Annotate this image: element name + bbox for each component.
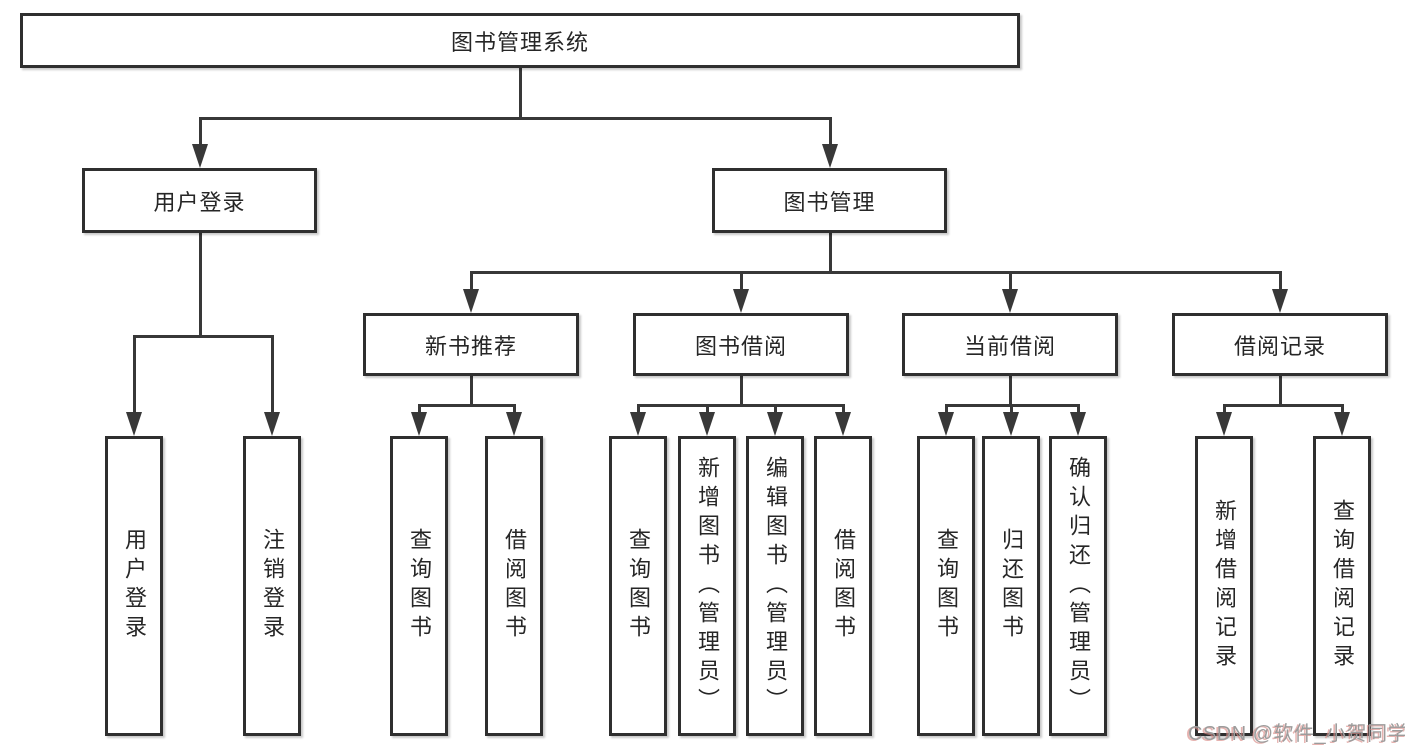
connector (828, 117, 832, 148)
connector (469, 376, 473, 407)
node-label: 用户登录 (122, 528, 147, 644)
leaf-borrowing-query-book: 查询图书 (609, 436, 667, 736)
connector (1222, 404, 1226, 414)
node-label: 归还图书 (999, 528, 1024, 644)
node-borrow-records: 借阅记录 (1172, 313, 1388, 376)
leaf-newrec-query-book: 查询图书 (390, 436, 448, 736)
arrowhead-down (767, 412, 783, 436)
leaf-logout: 注销登录 (243, 436, 301, 736)
connector (1009, 404, 1013, 414)
connector (944, 404, 948, 414)
node-label: 借阅图书 (502, 528, 527, 644)
node-label: 新增借阅记录 (1212, 499, 1237, 673)
leaf-user-login: 用户登录 (105, 436, 163, 736)
connector (518, 68, 522, 120)
connector (828, 233, 832, 274)
connector (270, 335, 274, 415)
connector (739, 376, 743, 407)
node-new-book-recommend: 新书推荐 (363, 313, 579, 376)
connector (198, 233, 202, 338)
arrowhead-down (835, 412, 851, 436)
node-label: 借阅图书 (831, 528, 856, 644)
leaf-current-return-book: 归还图书 (982, 436, 1040, 736)
node-label: 查询图书 (407, 528, 432, 644)
connector (417, 404, 516, 407)
node-label: 查询图书 (934, 528, 959, 644)
arrowhead-down (938, 412, 954, 436)
node-label: 借阅记录 (1233, 333, 1326, 359)
node-label: 用户登录 (153, 189, 246, 215)
node-label: 查询借阅记录 (1330, 499, 1355, 673)
leaf-newrec-borrow-book: 借阅图书 (485, 436, 543, 736)
connector (636, 404, 845, 407)
connector (512, 404, 516, 414)
node-label: 新增图书（管理员） (695, 455, 720, 717)
node-label: 当前借阅 (963, 333, 1056, 359)
arrowhead-down (699, 412, 715, 436)
node-label: 新书推荐 (424, 333, 517, 359)
connector (1340, 404, 1344, 414)
node-label: 确认归还（管理员） (1066, 455, 1091, 717)
connector (1222, 404, 1344, 407)
node-library-system: 图书管理系统 (20, 13, 1020, 68)
connector (773, 404, 777, 414)
arrowhead-down (463, 289, 479, 313)
arrowhead-down (126, 412, 142, 436)
arrowhead-down (506, 412, 522, 436)
arrowhead-down (822, 144, 838, 168)
node-book-management: 图书管理 (712, 168, 947, 233)
connector (469, 271, 1282, 274)
node-label: 图书借阅 (694, 333, 787, 359)
connector (469, 271, 473, 292)
connector (417, 404, 421, 414)
node-book-borrowing: 图书借阅 (633, 313, 849, 376)
node-label: 查询图书 (626, 528, 651, 644)
arrowhead-down (733, 289, 749, 313)
node-label: 注销登录 (260, 528, 285, 644)
connector (132, 335, 274, 338)
arrowhead-down (264, 412, 280, 436)
leaf-borrowing-edit-book-admin: 编辑图书（管理员） (746, 436, 804, 736)
leaf-records-add-record: 新增借阅记录 (1195, 436, 1253, 736)
leaf-records-query-record: 查询借阅记录 (1313, 436, 1371, 736)
connector (198, 117, 202, 148)
arrowhead-down (630, 412, 646, 436)
csdn-watermark: CSDN @软件_小贺同学 (1188, 723, 1405, 745)
connector (132, 335, 136, 415)
connector (1076, 404, 1080, 414)
leaf-borrowing-borrow-book: 借阅图书 (814, 436, 872, 736)
connector (198, 117, 832, 120)
connector (705, 404, 709, 414)
arrowhead-down (1216, 412, 1232, 436)
arrowhead-down (1070, 412, 1086, 436)
connector (636, 404, 640, 414)
node-label: 图书管理 (783, 189, 876, 215)
connector (1278, 271, 1282, 292)
node-label: 编辑图书（管理员） (763, 455, 788, 717)
arrowhead-down (1002, 289, 1018, 313)
node-label: 图书管理系统 (450, 29, 589, 55)
connector (1008, 376, 1012, 407)
leaf-current-query-book: 查询图书 (917, 436, 975, 736)
arrowhead-down (1272, 289, 1288, 313)
node-user-login: 用户登录 (82, 168, 317, 233)
leaf-borrowing-add-book-admin: 新增图书（管理员） (678, 436, 736, 736)
connector (841, 404, 845, 414)
arrowhead-down (1003, 412, 1019, 436)
connector (739, 271, 743, 292)
leaf-current-confirm-return-admin: 确认归还（管理员） (1049, 436, 1107, 736)
connector (1278, 376, 1282, 407)
node-current-borrowing: 当前借阅 (902, 313, 1118, 376)
arrowhead-down (411, 412, 427, 436)
arrowhead-down (192, 144, 208, 168)
connector (1008, 271, 1012, 292)
arrowhead-down (1334, 412, 1350, 436)
